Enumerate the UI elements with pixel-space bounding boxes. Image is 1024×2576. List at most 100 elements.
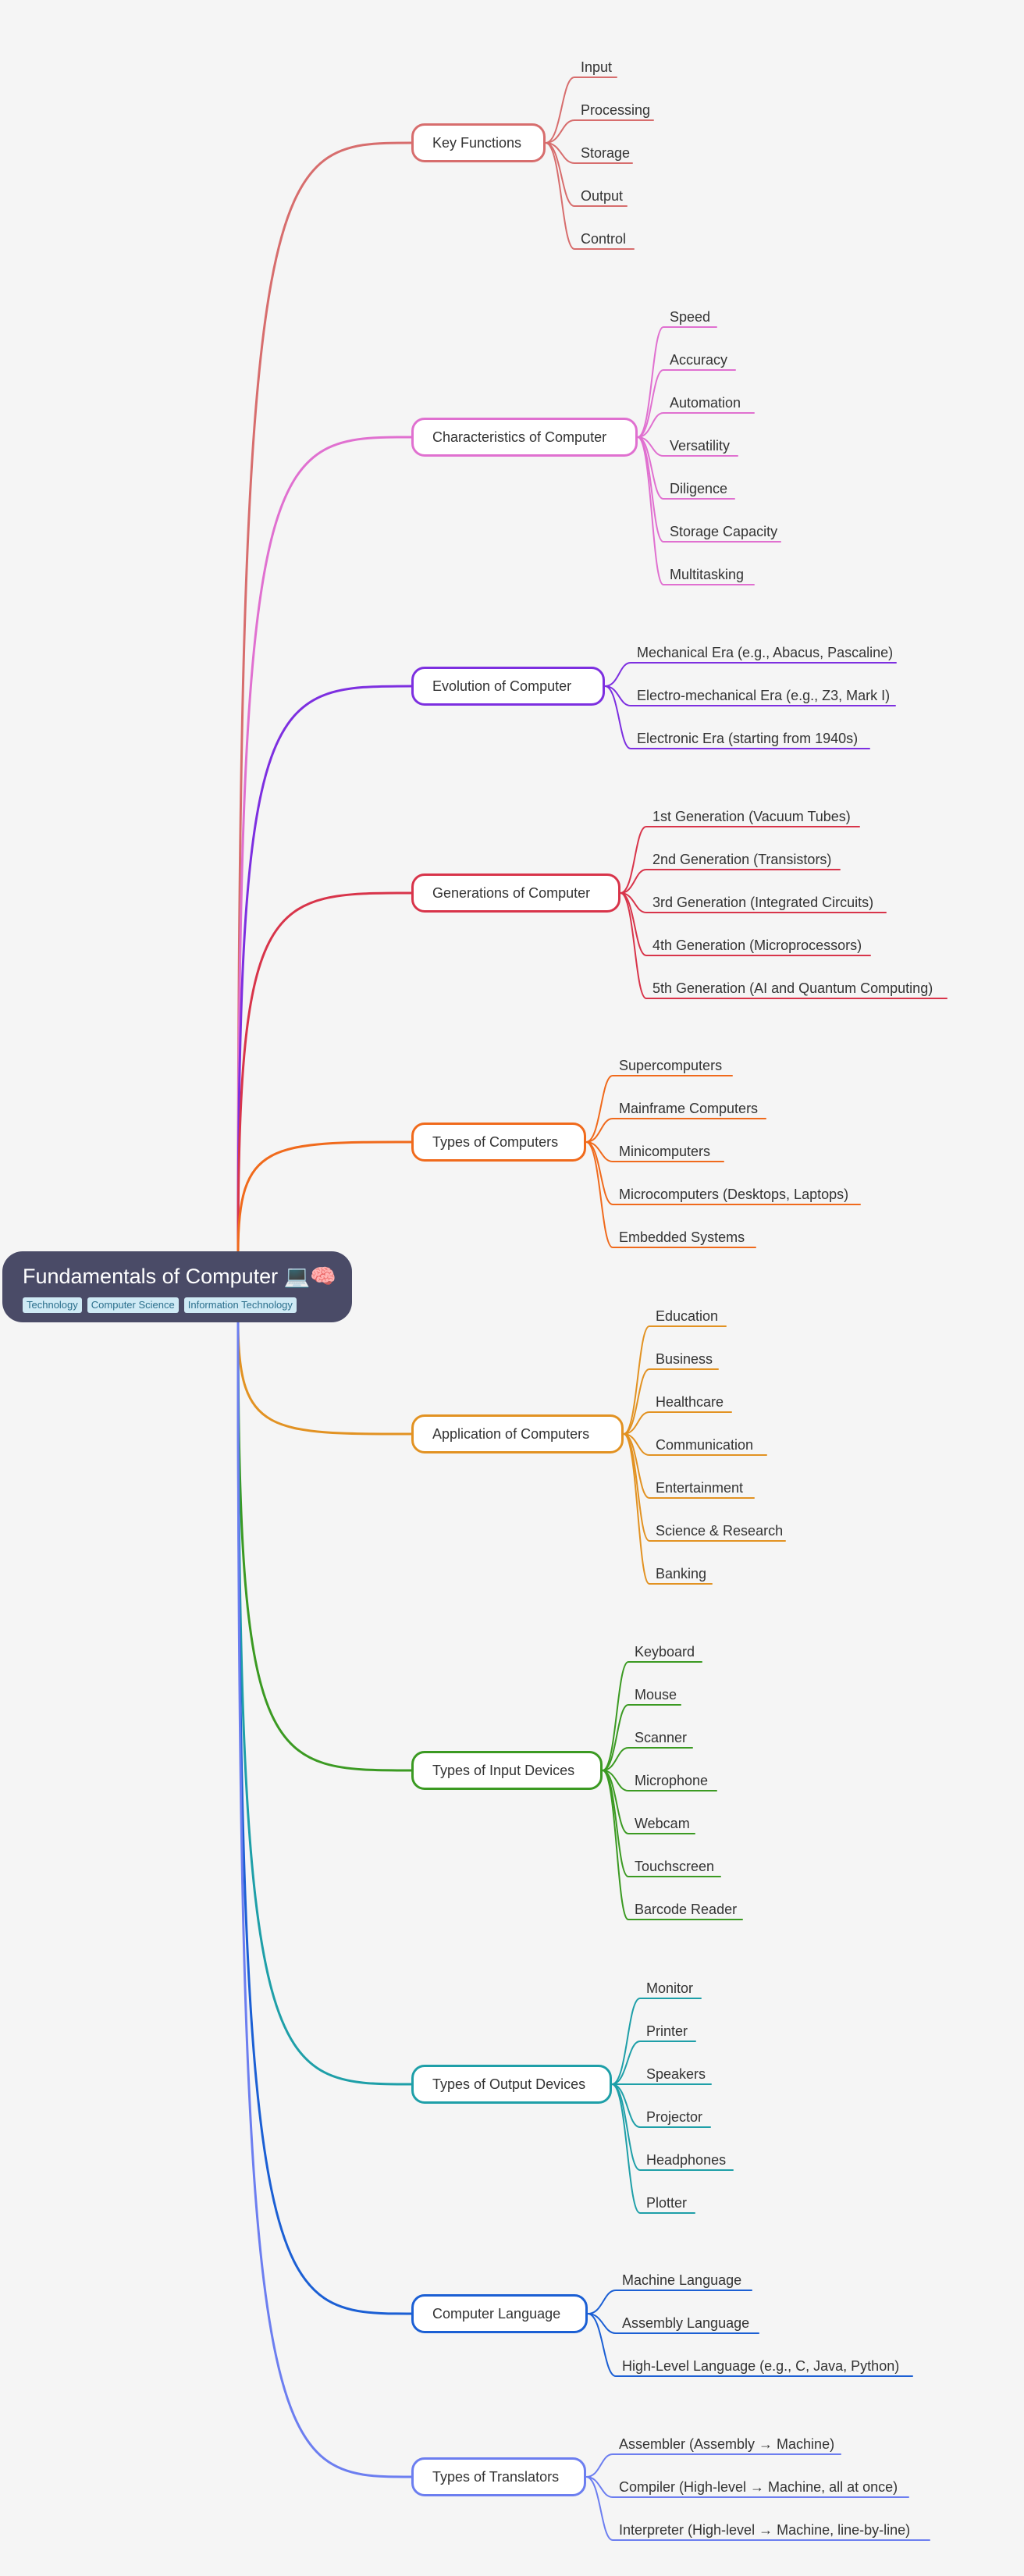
branch-link-types-of-translators — [236, 1319, 413, 2478]
leaf-touchscreen[interactable]: Touchscreen — [635, 1859, 715, 1874]
leaf-link-mechanical-era-e-g-abacus-pascaline — [604, 662, 897, 687]
branch-link-key-functions — [236, 141, 413, 1254]
leaf-mouse[interactable]: Mouse — [635, 1687, 677, 1703]
branch-computer-language[interactable]: Computer Language — [411, 2294, 588, 2333]
leaf-high-level-language-e-g-c-java-python[interactable]: High-Level Language (e.g., C, Java, Pyth… — [622, 2358, 900, 2374]
leaf-monitor[interactable]: Monitor — [646, 1980, 694, 1996]
root-tags: Technology Computer Science Information … — [23, 1297, 297, 1313]
leaf-link-communication — [623, 1433, 767, 1456]
leaf-link-supercomputers — [585, 1075, 733, 1143]
leaf-science-research[interactable]: Science & Research — [656, 1523, 784, 1539]
leaf-mechanical-era-e-g-abacus-pascaline[interactable]: Mechanical Era (e.g., Abacus, Pascaline) — [637, 645, 894, 660]
leaf-speakers[interactable]: Speakers — [646, 2066, 706, 2082]
leaf-minicomputers[interactable]: Minicomputers — [619, 1144, 711, 1159]
branch-characteristics-of-computer[interactable]: Characteristics of Computer — [411, 418, 638, 457]
leaf-microcomputers-desktops-laptops[interactable]: Microcomputers (Desktops, Laptops) — [619, 1187, 849, 1202]
leaf-link-3rd-generation-integrated-circuits — [620, 892, 887, 913]
leaf-output[interactable]: Output — [581, 188, 624, 204]
leaf-link-embedded-systems — [585, 1141, 756, 1248]
leaf-assembly-language[interactable]: Assembly Language — [622, 2315, 750, 2331]
tag-computer-science[interactable]: Computer Science — [87, 1297, 179, 1313]
leaf-entertainment[interactable]: Entertainment — [656, 1480, 744, 1496]
branch-application-of-computers[interactable]: Application of Computers — [411, 1414, 624, 1453]
leaf-healthcare[interactable]: Healthcare — [656, 1394, 724, 1410]
branch-key-functions[interactable]: Key Functions — [411, 123, 546, 162]
leaf-headphones[interactable]: Headphones — [646, 2152, 727, 2168]
leaf-link-processing — [545, 119, 654, 144]
leaf-link-mouse — [602, 1704, 681, 1771]
leaf-link-machine-language — [587, 2290, 752, 2314]
leaf-link-electronic-era-starting-from-1940s — [604, 685, 870, 749]
leaf-electronic-era-starting-from-1940s[interactable]: Electronic Era (starting from 1940s) — [637, 731, 859, 746]
leaf-link-business — [623, 1368, 719, 1435]
leaf-communication[interactable]: Communication — [656, 1437, 754, 1453]
leaf-processing[interactable]: Processing — [581, 102, 651, 118]
leaf-link-assembly-language — [587, 2313, 759, 2334]
tag-information-technology[interactable]: Information Technology — [183, 1297, 297, 1313]
leaf-assembler-assembly-machine[interactable]: Assembler (Assembly → Machine) — [619, 2436, 835, 2452]
branch-evolution-of-computer[interactable]: Evolution of Computer — [411, 667, 605, 706]
leaf-plotter[interactable]: Plotter — [646, 2195, 688, 2211]
leaf-printer[interactable]: Printer — [646, 2023, 688, 2039]
leaf-control[interactable]: Control — [581, 231, 627, 247]
leaf-link-assembler-assembly-machine — [585, 2453, 841, 2478]
leaf-multitasking[interactable]: Multitasking — [670, 567, 745, 582]
leaf-1st-generation-vacuum-tubes[interactable]: 1st Generation (Vacuum Tubes) — [652, 809, 851, 824]
leaf-link-input — [545, 76, 617, 144]
leaf-5th-generation-ai-and-quantum-computing[interactable]: 5th Generation (AI and Quantum Computing… — [652, 980, 933, 996]
leaf-barcode-reader[interactable]: Barcode Reader — [635, 1902, 738, 1917]
leaf-mainframe-computers[interactable]: Mainframe Computers — [619, 1101, 759, 1116]
leaf-diligence[interactable]: Diligence — [670, 481, 728, 496]
leaf-speed[interactable]: Speed — [670, 309, 711, 325]
leaf-link-minicomputers — [585, 1141, 724, 1162]
branch-link-evolution-of-computer — [236, 685, 413, 1254]
leaf-webcam[interactable]: Webcam — [635, 1816, 690, 1831]
root-node[interactable]: Fundamentals of Computer 💻🧠 Technology C… — [2, 1251, 352, 1322]
leaf-input[interactable]: Input — [581, 59, 613, 75]
leaf-link-healthcare — [623, 1411, 732, 1435]
leaf-3rd-generation-integrated-circuits[interactable]: 3rd Generation (Integrated Circuits) — [652, 895, 874, 910]
leaf-compiler-high-level-machine-all-at-once[interactable]: Compiler (High-level → Machine, all at o… — [619, 2479, 898, 2495]
leaf-automation[interactable]: Automation — [670, 395, 741, 411]
leaf-business[interactable]: Business — [656, 1351, 713, 1367]
leaf-accuracy[interactable]: Accuracy — [670, 352, 728, 368]
leaf-scanner[interactable]: Scanner — [635, 1730, 688, 1745]
leaf-electro-mechanical-era-e-g-z3-mark-i[interactable]: Electro-mechanical Era (e.g., Z3, Mark I… — [637, 688, 891, 703]
branch-types-of-translators[interactable]: Types of Translators — [411, 2457, 586, 2496]
leaf-link-printer — [611, 2041, 696, 2085]
leaf-link-monitor — [611, 1998, 702, 2085]
branch-types-of-input-devices[interactable]: Types of Input Devices — [411, 1751, 603, 1790]
root-title: Fundamentals of Computer 💻🧠 — [23, 1265, 336, 1288]
leaf-storage[interactable]: Storage — [581, 145, 631, 161]
tag-technology[interactable]: Technology — [23, 1297, 82, 1313]
leaf-projector[interactable]: Projector — [646, 2109, 703, 2125]
leaf-4th-generation-microprocessors[interactable]: 4th Generation (Microprocessors) — [652, 938, 862, 953]
leaf-link-2nd-generation-transistors — [620, 869, 841, 894]
leaf-education[interactable]: Education — [656, 1308, 719, 1324]
leaf-versatility[interactable]: Versatility — [670, 438, 731, 454]
leaf-interpreter-high-level-machine-line-by-line[interactable]: Interpreter (High-level → Machine, line-… — [619, 2522, 911, 2538]
leaf-link-versatility — [637, 436, 738, 457]
leaf-machine-language[interactable]: Machine Language — [622, 2272, 742, 2288]
leaf-link-microphone — [602, 1770, 717, 1791]
leaf-link-scanner — [602, 1747, 693, 1771]
leaf-link-high-level-language-e-g-c-java-python — [587, 2313, 913, 2377]
leaf-microphone[interactable]: Microphone — [635, 1773, 709, 1788]
branch-link-types-of-input-devices — [236, 1319, 413, 1772]
leaf-supercomputers[interactable]: Supercomputers — [619, 1058, 723, 1073]
leaf-link-plotter — [611, 2083, 695, 2214]
branch-types-of-computers[interactable]: Types of Computers — [411, 1123, 586, 1162]
leaf-link-electro-mechanical-era-e-g-z3-mark-i — [604, 685, 896, 706]
leaf-storage-capacity[interactable]: Storage Capacity — [670, 524, 778, 539]
leaf-link-output — [545, 142, 628, 207]
branch-generations-of-computer[interactable]: Generations of Computer — [411, 873, 620, 913]
leaf-keyboard[interactable]: Keyboard — [635, 1644, 695, 1660]
leaf-embedded-systems[interactable]: Embedded Systems — [619, 1229, 745, 1245]
leaf-link-multitasking — [637, 436, 755, 585]
branch-link-characteristics-of-computer — [236, 436, 413, 1254]
leaf-banking[interactable]: Banking — [656, 1566, 707, 1582]
leaf-link-speed — [637, 326, 717, 438]
leaf-link-banking — [623, 1433, 713, 1585]
branch-types-of-output-devices[interactable]: Types of Output Devices — [411, 2065, 612, 2104]
leaf-2nd-generation-transistors[interactable]: 2nd Generation (Transistors) — [652, 852, 832, 867]
